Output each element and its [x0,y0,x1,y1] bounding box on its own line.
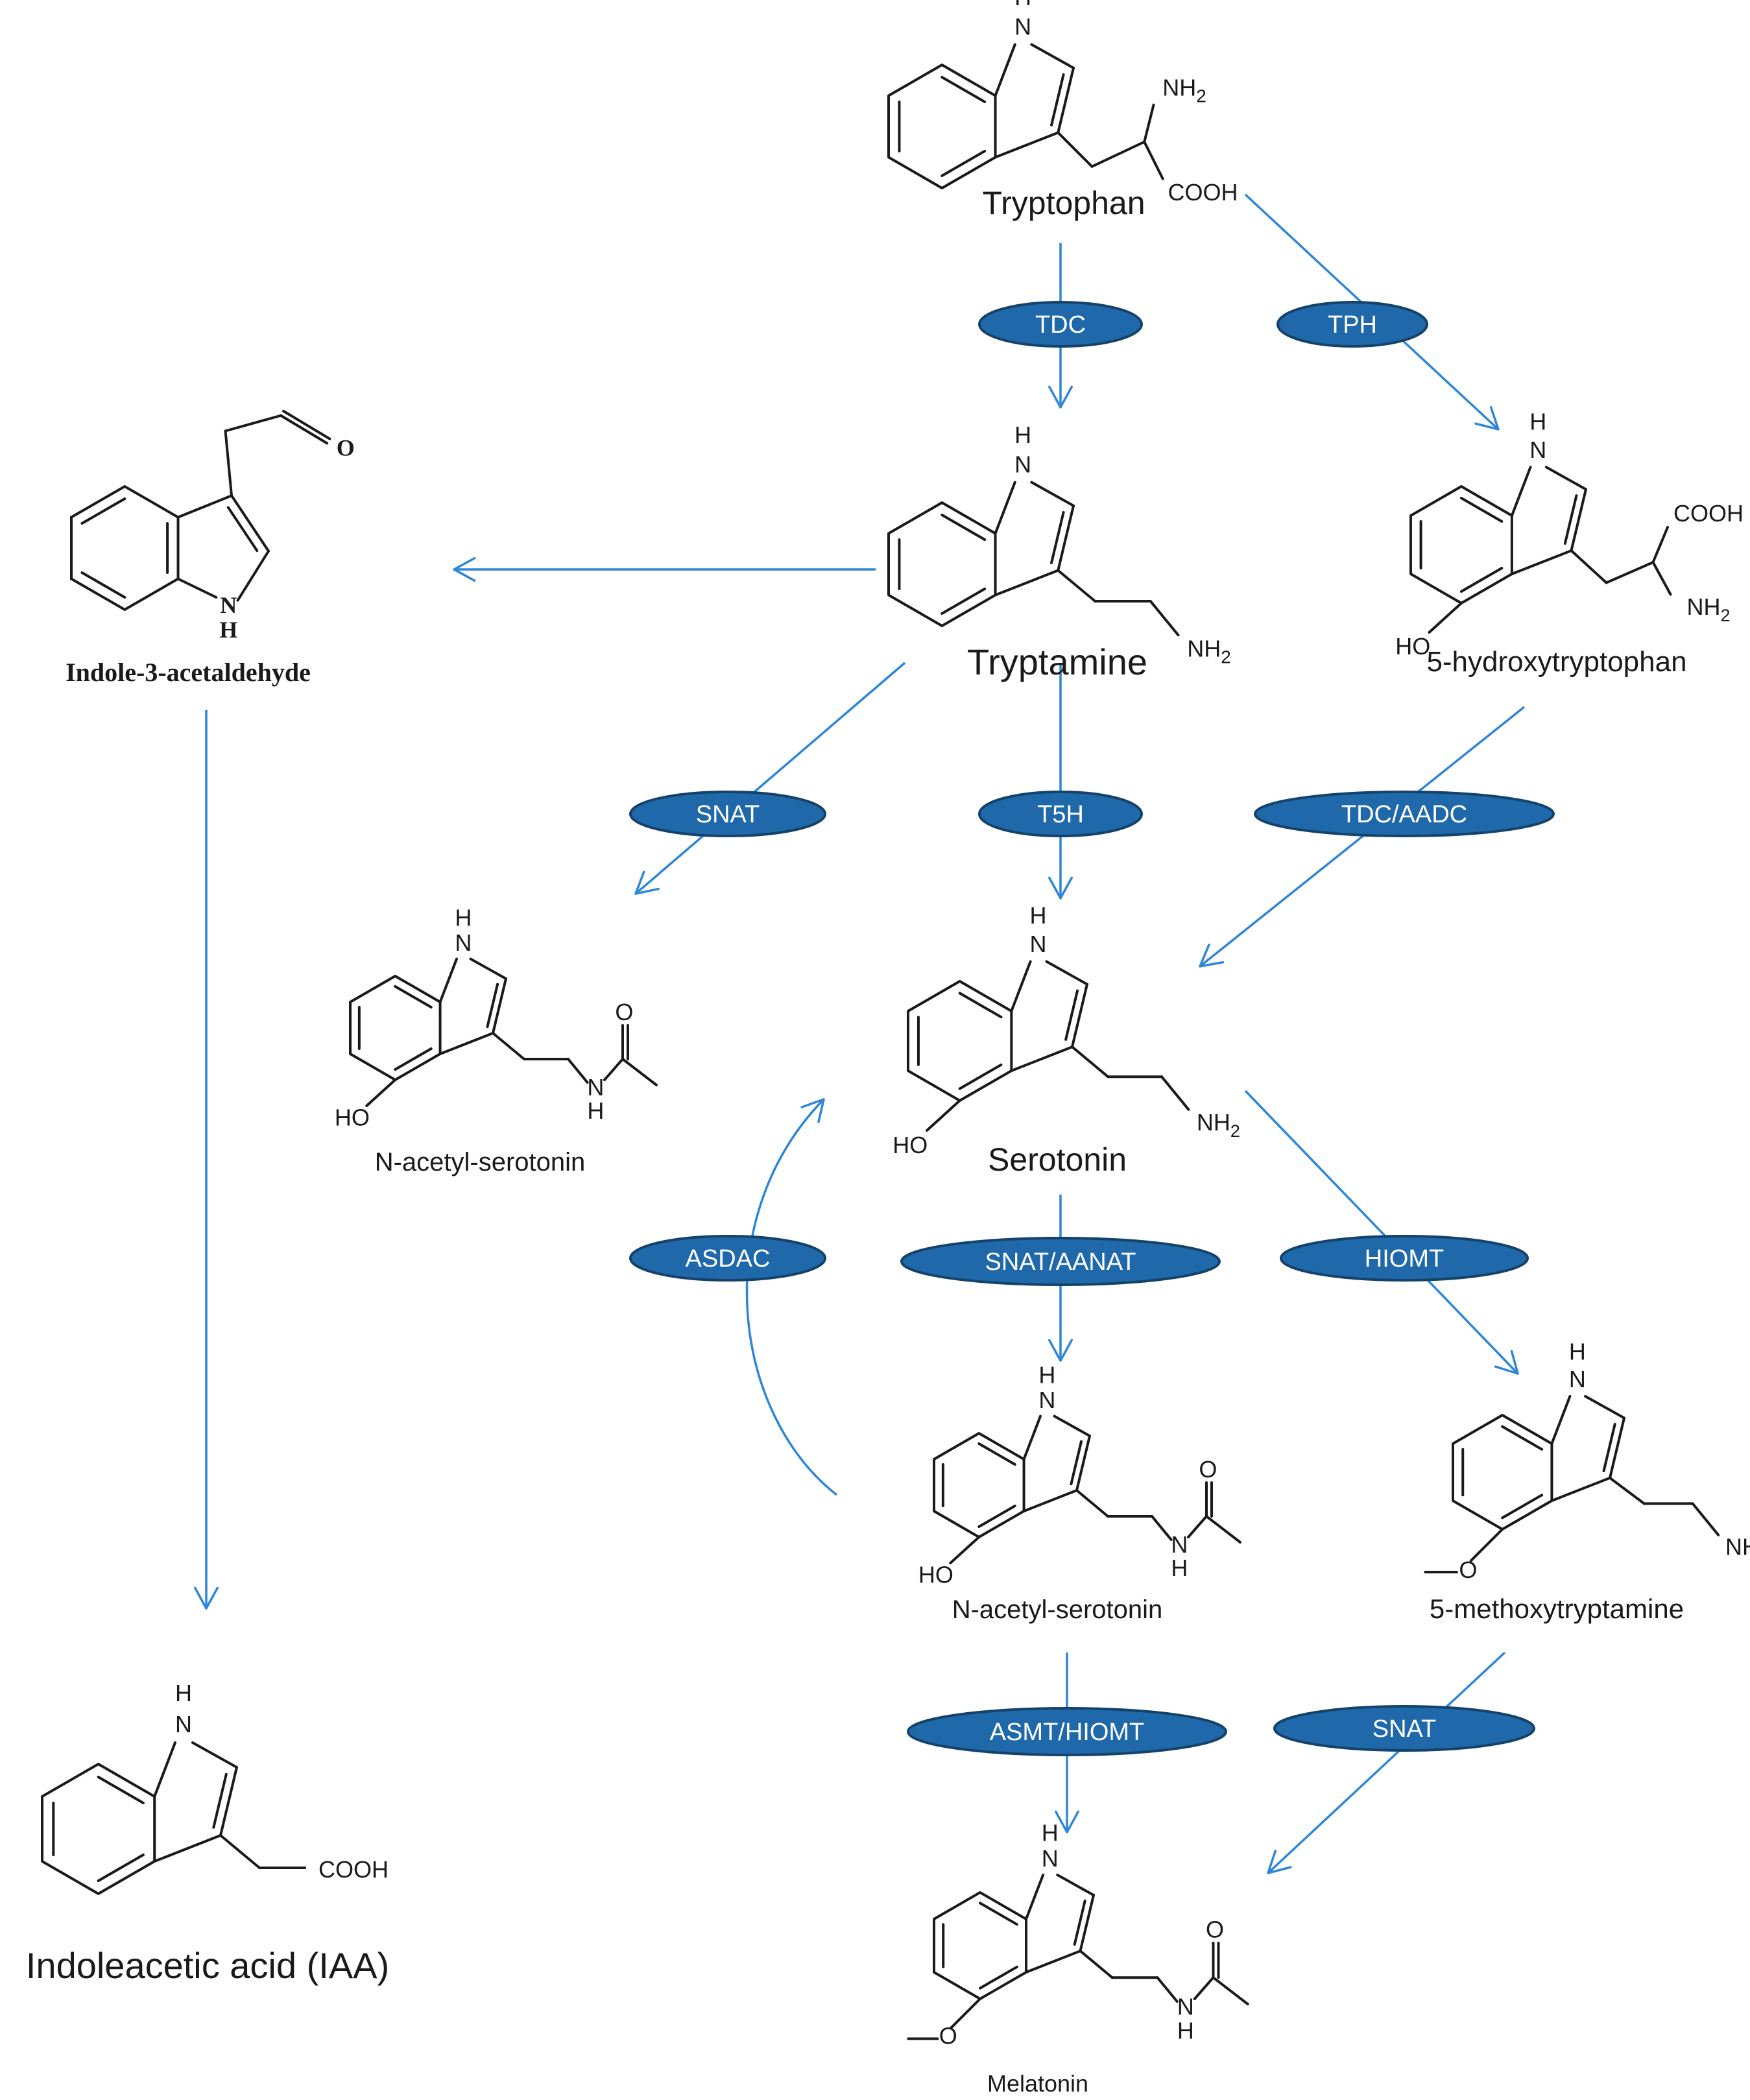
enzyme-label: TDC/AADC [1341,801,1467,828]
arrow-n-acetyl-serotonin-to-serotonin [745,1098,838,1496]
atom-label: N [1529,436,1546,463]
atom-label: N [455,929,472,956]
arrow-serotonin-to-methoxytryptamine [1244,1090,1519,1375]
atom-label: H [1042,1819,1059,1846]
atom-label: H [455,904,472,931]
compound-name-n-acetyl-serotonin: N-acetyl-serotonin [952,1595,1163,1624]
atom-label: H [1177,2018,1194,2044]
structure-iaa: HN COOH [41,1680,389,1895]
atom-label: H [587,1097,604,1124]
compound-name-hydroxytryptophan: 5-hydroxytryptophan [1426,646,1686,678]
structure-methoxytryptamine: HN O NH2 [1424,1339,1750,1583]
enzyme-tph: TPH [1277,301,1428,348]
atom-label: H [1529,409,1546,435]
enzyme-hiomt: HIOMT [1280,1235,1529,1282]
atom-label: O [1199,1456,1217,1483]
enzyme-label: ASMT/HIOMT [990,1719,1145,1746]
enzyme-label: HIOMT [1365,1245,1444,1272]
enzyme-asmt-hiomt: ASMT/HIOMT [907,1707,1227,1756]
atom-label: NH2 [1187,636,1231,667]
enzyme-label: TPH [1328,311,1377,339]
compound-name-iaa: Indoleacetic acid (IAA) [26,1945,389,1986]
atom-label: NH2 [1162,75,1206,106]
atom-label: N [587,1074,604,1101]
enzyme-snat: SNAT [629,791,826,837]
atom-label: H [219,617,237,643]
structure-indole-acetaldehyde: NH O [70,409,355,643]
compound-name-methoxytryptamine: 5-methoxytryptamine [1430,1593,1684,1624]
arrow-tryptamine-to-n-acetyl-serotonin-left [634,662,906,895]
enzyme-label: SNAT [696,801,760,828]
atom-label: H [1014,422,1031,448]
atom-label: H [1569,1339,1586,1365]
atom-label: N [1042,1845,1059,1872]
arrow-tryptamine-to-indole-acetaldehyde [453,556,876,582]
atom-label: O [939,2023,957,2049]
atom-label: HO [335,1104,370,1130]
atom-label: HO [1395,633,1430,660]
arrow-indole-acetaldehyde-to-iaa [193,710,219,1610]
arrow-tryptamine-to-serotonin [1048,663,1073,900]
enzyme-snat-aanat: SNAT/AANAT [900,1237,1221,1286]
atom-label: N [1171,1531,1188,1558]
structure-hydroxytryptophan: HN HO COOH NH2 [1395,409,1744,660]
enzyme-label: ASDAC [686,1245,771,1272]
enzyme-tdc: TDC [978,301,1143,348]
enzyme-label: SNAT [1372,1715,1437,1743]
atom-label: H [1014,0,1031,10]
atom-label: N [1014,13,1031,40]
atom-label: NH2 [1725,1534,1750,1565]
compound-name-melatonin: Melatonin [987,2070,1088,2097]
atom-label: N [1177,1994,1194,2020]
atom-label: O [615,999,633,1025]
atom-label: O [1459,1557,1477,1583]
compound-name-tryptamine: Tryptamine [967,641,1147,682]
atom-label: COOH [318,1856,389,1883]
compound-name-n-acetyl-serotonin-left: N-acetyl-serotonin [375,1148,586,1176]
atom-label: COOH [1673,500,1744,527]
compound-name-tryptophan: Tryptophan [982,185,1145,221]
atom-label: H [1171,1555,1188,1581]
atom-label: HO [918,1561,953,1588]
structure-serotonin: HN HO NH2 [893,902,1240,1158]
compound-name-serotonin: Serotonin [988,1141,1127,1178]
atom-label: N [1038,1387,1055,1413]
enzyme-label: SNAT/AANAT [985,1248,1136,1276]
atom-label: HO [893,1132,928,1158]
compound-name-indole-acetaldehyde: Indole-3-acetaldehyde [66,658,311,687]
enzyme-label: TDC [1035,311,1086,339]
arrow-methoxytryptamine-to-melatonin [1267,1651,1506,1874]
atom-label: N [1030,931,1047,957]
enzyme-label: T5H [1037,801,1084,828]
atom-label: H [1030,902,1047,929]
atom-label: N [1569,1366,1586,1392]
atom-label: O [337,435,355,461]
atom-label: NH2 [1686,593,1730,625]
atom-label: H [175,1680,192,1706]
structure-tryptamine: HN NH2 [887,422,1231,667]
atom-label: NH2 [1197,1109,1240,1141]
atom-label: H [1038,1361,1055,1388]
atom-label: N [175,1711,192,1737]
atom-label: N [220,592,237,618]
enzyme-t5h: T5H [978,791,1143,837]
enzyme-tdc-aadc: TDC/AADC [1254,791,1555,837]
atom-label: O [1206,1916,1224,1943]
atom-label: COOH [1168,179,1238,206]
enzyme-snat: SNAT [1273,1705,1535,1752]
atom-label: N [1014,451,1031,477]
arrow-hydroxytryptophan-to-serotonin [1199,706,1526,968]
enzyme-asdac: ASDAC [629,1235,826,1282]
